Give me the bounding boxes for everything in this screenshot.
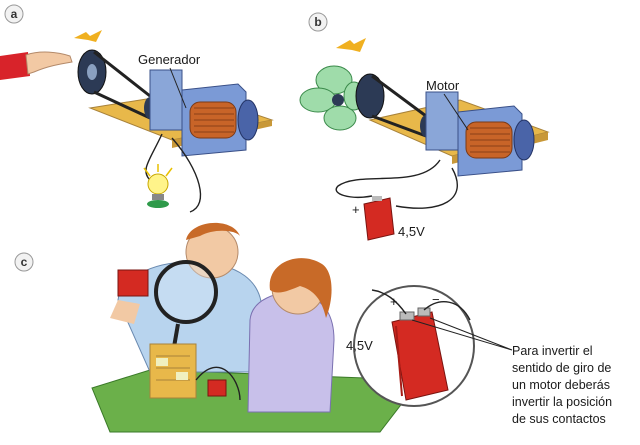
caption: Para invertir el sentido de giro de un m… bbox=[512, 344, 612, 426]
battery-b-voltage: 4,5V bbox=[398, 224, 425, 239]
generator-label: Generador bbox=[138, 52, 201, 67]
girl bbox=[247, 258, 335, 413]
battery-b bbox=[363, 196, 395, 241]
red-component bbox=[117, 269, 149, 297]
panel-b-letter: b bbox=[314, 15, 321, 29]
hand-crank bbox=[0, 51, 73, 80]
motor-assembly-c bbox=[149, 343, 241, 401]
panel-b-badge bbox=[308, 12, 328, 32]
zoom-plus: + bbox=[390, 294, 398, 309]
battery-c-voltage: 4,5V bbox=[346, 338, 373, 353]
panel-b: b Motor + 4,5V bbox=[299, 12, 550, 241]
generator bbox=[149, 69, 259, 157]
panel-c-letter: c bbox=[21, 255, 28, 269]
rotation-arrow-b bbox=[336, 38, 366, 52]
motor-label: Motor bbox=[426, 78, 460, 93]
fan bbox=[299, 65, 365, 131]
panel-a-badge bbox=[4, 4, 24, 24]
battery-c-small bbox=[207, 379, 227, 397]
wires-b bbox=[335, 159, 458, 209]
caption-line-4: invertir la posición bbox=[512, 395, 612, 409]
caption-line-2: sentido de giro de bbox=[512, 361, 611, 375]
light-bulb bbox=[143, 164, 173, 208]
belt-a bbox=[93, 50, 151, 120]
battery-b-plus: + bbox=[352, 202, 360, 217]
pulley-b bbox=[355, 73, 385, 119]
caption-pointer bbox=[411, 317, 513, 351]
caption-line-5: de sus contactos bbox=[512, 412, 606, 426]
motor bbox=[425, 91, 535, 177]
zoom-minus: − bbox=[432, 292, 440, 307]
wires-a bbox=[145, 133, 202, 213]
panel-c-badge bbox=[14, 252, 34, 272]
caption-line-1: Para invertir el bbox=[512, 344, 593, 358]
zoom-callout bbox=[353, 285, 475, 407]
rotation-arrow-a bbox=[74, 30, 102, 42]
panel-c: c bbox=[14, 222, 612, 433]
belt-b bbox=[371, 74, 427, 138]
caption-line-3: un motor deberás bbox=[512, 378, 610, 392]
panel-a-letter: a bbox=[11, 7, 18, 21]
panel-a: a Generador bbox=[0, 4, 274, 213]
